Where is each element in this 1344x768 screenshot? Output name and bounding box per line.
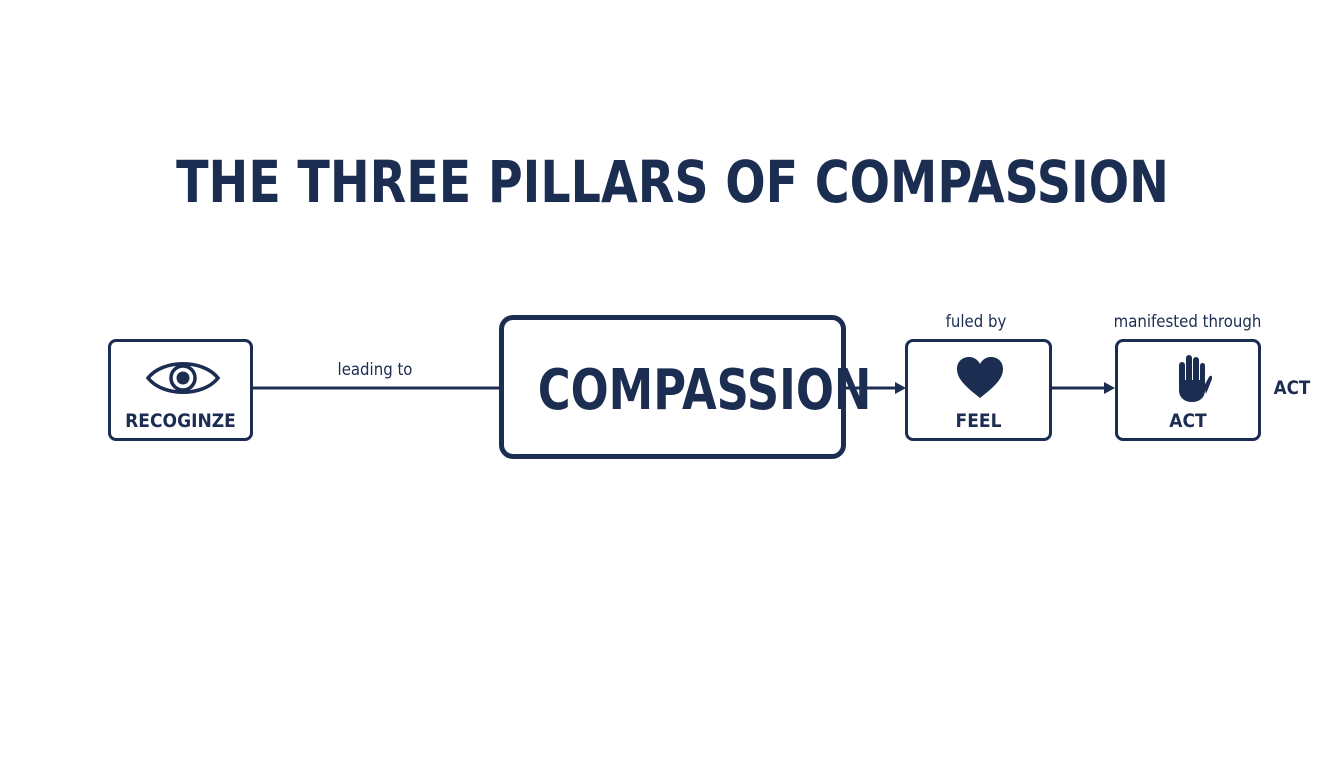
- arrowhead-act: [1104, 382, 1115, 394]
- edge-label-manifested-through: manifested through: [1113, 312, 1262, 332]
- edge-label-fueled-by: fuled by: [945, 312, 1007, 332]
- heart-icon: [956, 356, 1004, 400]
- node-compassion: COMPASSION: [499, 315, 872, 459]
- edge-label-leading-to: leading to: [337, 360, 413, 380]
- node-feel: FEEL: [905, 339, 1052, 441]
- arrowhead-feel: [895, 382, 906, 394]
- node-recognize-label: RECOGINZE: [125, 410, 236, 432]
- diagram-title: THE THREE PILLARS OF COMPASSION: [176, 148, 1169, 216]
- node-act-label: ACT: [1169, 410, 1207, 432]
- node-compassion-label: COMPASSION: [537, 358, 872, 423]
- node-feel-label: FEEL: [955, 410, 1002, 432]
- node-recognize: RECOGINZE: [108, 339, 253, 441]
- side-label-act: ACT: [1273, 377, 1311, 399]
- node-act: ACT: [1115, 339, 1261, 441]
- eye-icon: [145, 356, 221, 400]
- raised-hand-icon: [1170, 352, 1213, 404]
